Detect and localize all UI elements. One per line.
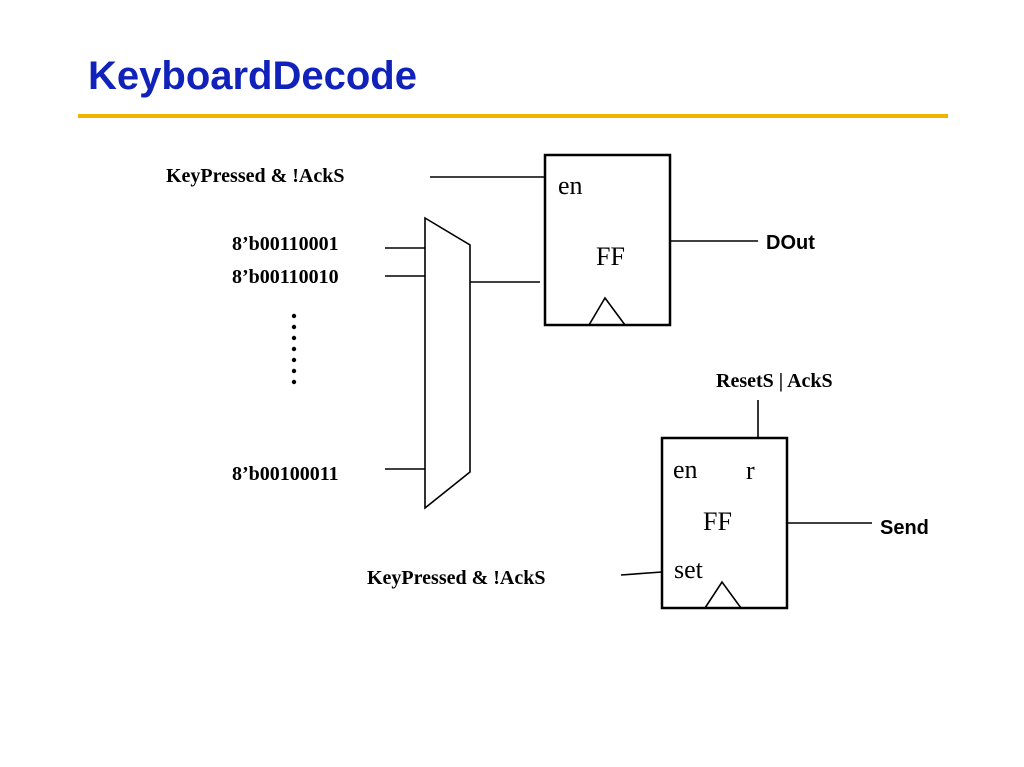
- mux-body: [424, 216, 471, 510]
- mux-input-label-2: 8’b00100011: [232, 463, 339, 485]
- mux-input-label-0: 8’b00110001: [232, 233, 339, 255]
- ff-bottom-reset-label: ResetS | AckS: [716, 370, 833, 392]
- ff-top-output-label: DOut: [766, 232, 815, 254]
- ff-bottom-name: FF: [703, 507, 732, 536]
- slide-title: KeyboardDecode: [88, 54, 417, 98]
- ff-bottom-clock-triangle: [704, 580, 742, 609]
- ff-bottom-set-label: KeyPressed & !AckS: [367, 567, 546, 589]
- ff-bottom-set-port: set: [674, 555, 704, 584]
- ff-top-clock-triangle: [588, 296, 626, 326]
- ff-bottom-r-port: r: [746, 456, 755, 485]
- ff-bottom-en-port: en: [673, 455, 698, 484]
- ff-bottom-set-wire: [620, 571, 663, 576]
- title-underline: [78, 114, 948, 118]
- ff-top-name: FF: [596, 242, 625, 271]
- ff-top-box: [543, 153, 672, 327]
- ff-top-en-port: en: [558, 171, 583, 200]
- ellipsis-dots: [291, 313, 297, 385]
- ff-bottom-output-label: Send: [880, 517, 929, 539]
- mux-input-label-1: 8’b00110010: [232, 266, 339, 288]
- ff-top-en-label: KeyPressed & !AckS: [166, 165, 345, 187]
